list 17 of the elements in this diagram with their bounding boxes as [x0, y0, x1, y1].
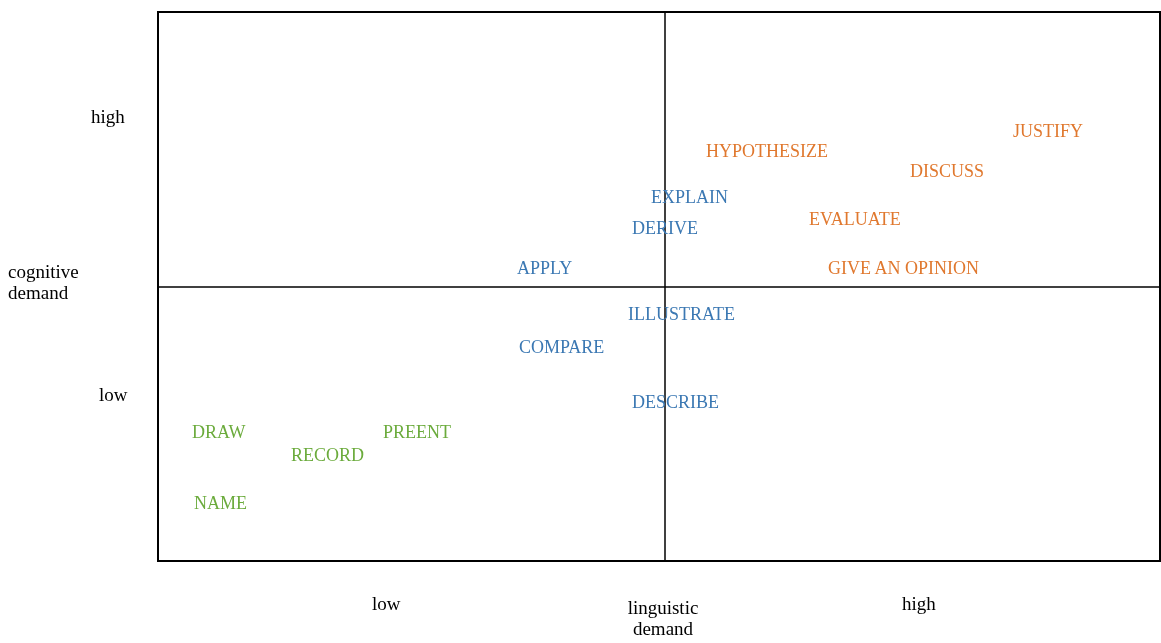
tick-label: low: [372, 593, 401, 614]
verb-label: APPLY: [517, 258, 573, 279]
verb-label: NAME: [194, 493, 247, 514]
axis-label: cognitive demand: [8, 261, 80, 303]
verb-label: GIVE AN OPINION: [828, 258, 979, 279]
verb-label: JUSTIFY: [1013, 121, 1083, 142]
axis-label: linguistic demand: [626, 597, 700, 639]
verb-label: DISCUSS: [910, 161, 985, 182]
tick-label: high: [91, 106, 125, 127]
verb-label: EVALUATE: [809, 209, 901, 230]
tick-label: high: [902, 593, 936, 614]
verb-label: RECORD: [291, 445, 364, 466]
verb-label: HYPOTHESIZE: [706, 141, 828, 162]
verb-label: DRAW: [192, 422, 246, 443]
verb-label: PREENT: [383, 422, 451, 443]
tick-label: low: [99, 384, 128, 405]
verb-label: COMPARE: [519, 337, 605, 358]
